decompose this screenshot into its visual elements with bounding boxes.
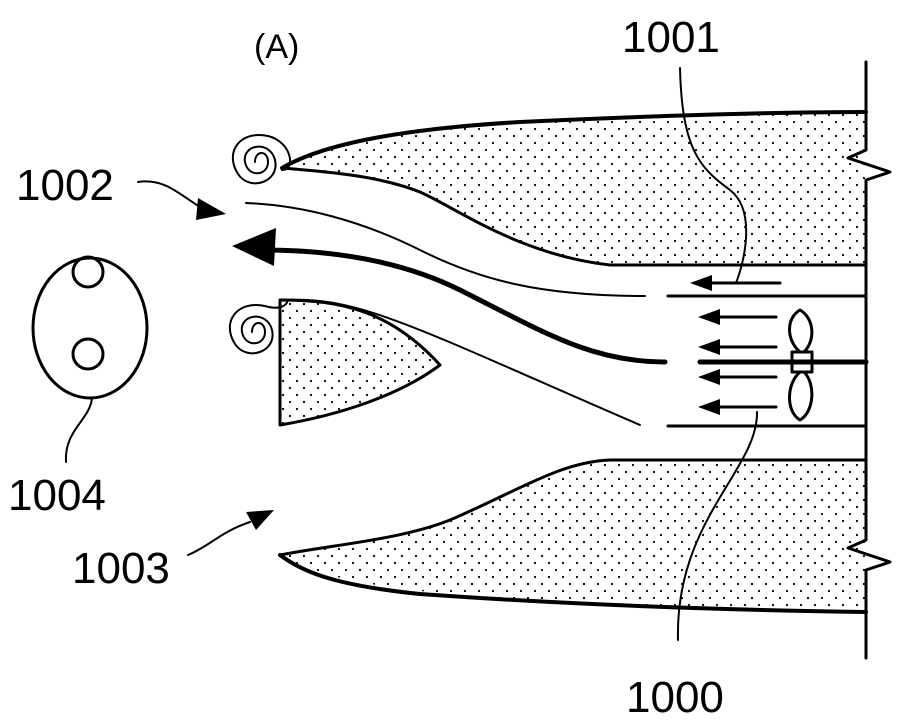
upper-housing-fill bbox=[282, 112, 866, 265]
lower-housing-fill bbox=[280, 460, 866, 612]
leader-1002 bbox=[138, 181, 200, 207]
fan-icon bbox=[790, 310, 813, 420]
main-flow-arrowhead bbox=[232, 228, 276, 266]
leader-1002-arrowhead bbox=[196, 198, 226, 220]
panel-label: (A) bbox=[254, 28, 299, 66]
leader-1004 bbox=[66, 398, 92, 462]
label-1000: 1000 bbox=[626, 673, 724, 722]
component-1004 bbox=[33, 257, 147, 398]
leader-1003-arrowhead bbox=[246, 510, 274, 530]
leader-1003 bbox=[188, 522, 250, 555]
label-1001: 1001 bbox=[622, 13, 720, 62]
label-1003: 1003 bbox=[72, 544, 170, 593]
label-1002: 1002 bbox=[16, 161, 114, 210]
upper-vortex-icon bbox=[233, 135, 290, 183]
label-1004: 1004 bbox=[8, 471, 106, 520]
